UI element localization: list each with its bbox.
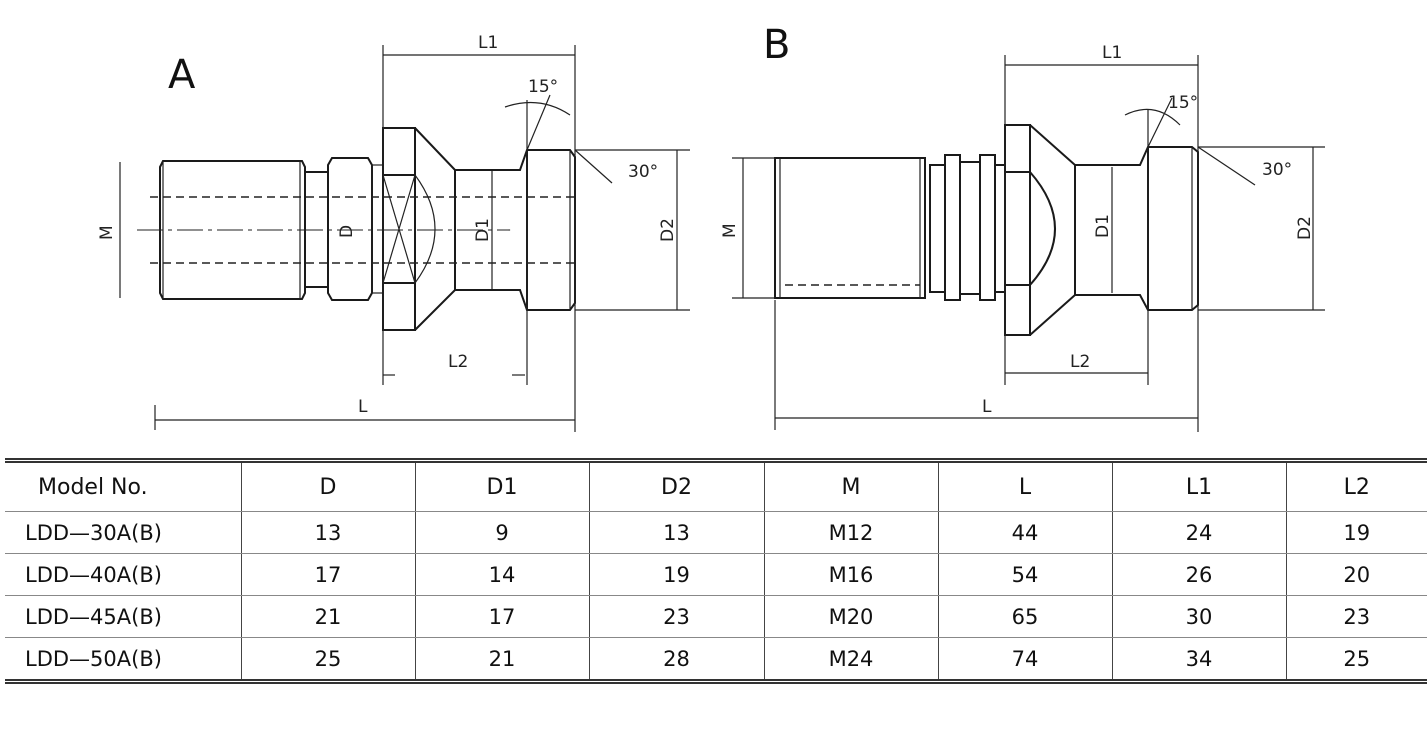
dim-d-a: D bbox=[337, 225, 357, 238]
drawing-b: B bbox=[720, 22, 1325, 432]
header-m: M bbox=[763, 460, 938, 512]
drawing-b-label: B bbox=[763, 22, 790, 68]
table-cell-m: M20 bbox=[763, 595, 938, 638]
specifications-table: Model No. D D1 D2 M L L1 L2 LDD—30A(B)13… bbox=[5, 458, 1427, 684]
table-cell-l2: 19 bbox=[1285, 511, 1427, 554]
header-d: D bbox=[240, 460, 415, 512]
table-cell-l: 54 bbox=[937, 553, 1112, 596]
dim-l1-b: L1 bbox=[1102, 43, 1122, 63]
table-cell-d1: 17 bbox=[414, 595, 589, 638]
table-cell-m: M24 bbox=[763, 637, 938, 682]
pull-stud-b-outline bbox=[774, 124, 1199, 336]
drawing-a-label: A bbox=[168, 52, 196, 98]
table-cell-l1: 26 bbox=[1111, 553, 1286, 596]
header-model-no: Model No. bbox=[5, 460, 241, 512]
table-header-row: Model No. D D1 D2 M L L1 L2 bbox=[5, 460, 1427, 512]
dimension-lines-a: L1 15° 30° L2 L M D D1 D2 bbox=[97, 33, 690, 432]
dim-l1-a: L1 bbox=[478, 33, 498, 53]
header-d1: D1 bbox=[414, 460, 589, 512]
table-cell-l: 74 bbox=[937, 637, 1112, 682]
table-cell-model-no: LDD—50A(B) bbox=[25, 646, 162, 671]
dim-m-b: M bbox=[720, 223, 740, 238]
dim-angle-15-b: 15° bbox=[1168, 93, 1198, 113]
header-l2: L2 bbox=[1285, 460, 1427, 512]
table-cell-l1: 30 bbox=[1111, 595, 1286, 638]
table-cell-d2: 28 bbox=[588, 637, 764, 682]
header-d2: D2 bbox=[588, 460, 764, 512]
table-cell-d1: 14 bbox=[414, 553, 589, 596]
table-cell-l: 65 bbox=[937, 595, 1112, 638]
dim-angle-30-b: 30° bbox=[1262, 160, 1292, 180]
dim-l2-b: L2 bbox=[1070, 352, 1090, 372]
dimension-lines-b: L1 15° 30° L2 L M D1 D2 bbox=[720, 43, 1325, 432]
table-cell-m: M16 bbox=[763, 553, 938, 596]
dim-angle-30-a: 30° bbox=[628, 162, 658, 182]
dim-d1-b: D1 bbox=[1093, 214, 1113, 238]
dim-m-a: M bbox=[97, 225, 117, 240]
dim-l-b: L bbox=[982, 397, 992, 417]
table-cell-m: M12 bbox=[763, 511, 938, 554]
table-cell-l1: 24 bbox=[1111, 511, 1286, 554]
table-cell-d1: 21 bbox=[414, 637, 589, 682]
table-cell-d: 13 bbox=[240, 511, 415, 554]
table-cell-d: 21 bbox=[240, 595, 415, 638]
header-l: L bbox=[937, 460, 1112, 512]
table-cell-model-no: LDD—30A(B) bbox=[5, 511, 241, 554]
table-cell-l1: 34 bbox=[1111, 637, 1286, 682]
table-cell-d2: 13 bbox=[588, 511, 764, 554]
table-cell-l2: 25 bbox=[1285, 637, 1427, 682]
header-l1: L1 bbox=[1111, 460, 1286, 512]
dim-l-a: L bbox=[358, 397, 368, 417]
dim-l2-a: L2 bbox=[448, 352, 468, 372]
table-cell-l2: 20 bbox=[1285, 553, 1427, 596]
table-cell-l: 44 bbox=[937, 511, 1112, 554]
dim-angle-15-a: 15° bbox=[528, 77, 558, 97]
table-cell-d2: 19 bbox=[588, 553, 764, 596]
table-cell-d2: 23 bbox=[588, 595, 764, 638]
dim-d2-b: D2 bbox=[1295, 216, 1315, 240]
dim-d1-a: D1 bbox=[473, 218, 493, 242]
table-cell-d1: 9 bbox=[414, 511, 589, 554]
table-cell-d: 25 bbox=[240, 637, 415, 682]
table-cell-model-no: LDD—45A(B) bbox=[5, 595, 241, 638]
table-cell-l2: 23 bbox=[1285, 595, 1427, 638]
table-cell-d: 17 bbox=[240, 553, 415, 596]
drawing-a: A bbox=[97, 33, 690, 432]
technical-drawings: A bbox=[97, 22, 1325, 432]
dim-d2-a: D2 bbox=[658, 218, 678, 242]
table-cell-model-no: LDD—40A(B) bbox=[5, 553, 241, 596]
